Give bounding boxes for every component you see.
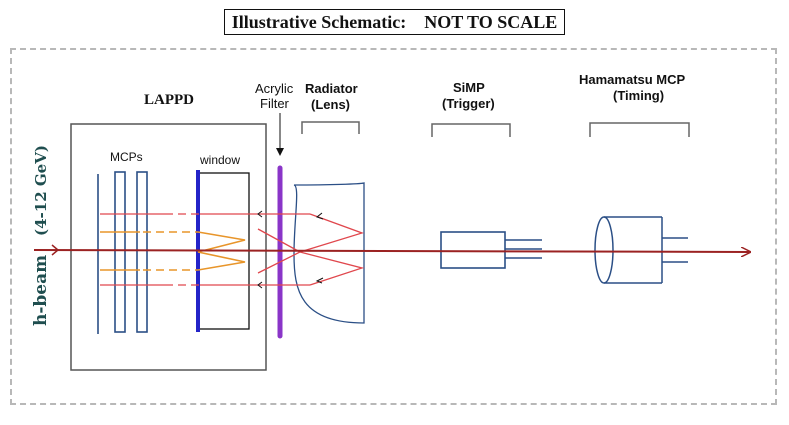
- hamamatsu-bracket: [589, 122, 690, 137]
- acrylic-label-1: Acrylic: [255, 81, 294, 96]
- window-label: window: [199, 153, 240, 167]
- reflected-photons: [100, 231, 246, 271]
- beam-arrowhead-left: [51, 244, 60, 256]
- radiator-label-2: (Lens): [311, 97, 350, 112]
- simp-bracket: [431, 123, 511, 137]
- hamamatsu-detector: [594, 216, 688, 284]
- mcp-plates: [97, 171, 148, 334]
- beam-label: h-beam: [31, 255, 51, 326]
- dashed-frame: [10, 48, 777, 405]
- simp-detector: [440, 231, 542, 269]
- hamamatsu-label-1: Hamamatsu MCP: [579, 72, 686, 87]
- hamamatsu-label-2: (Timing): [613, 88, 664, 103]
- simp-label-1: SiMP: [453, 80, 485, 95]
- radiator-label-1: Radiator: [305, 81, 358, 96]
- mcps-label: MCPs: [110, 150, 143, 164]
- radiator-lens: [293, 182, 365, 324]
- lappd-label: LAPPD: [144, 92, 194, 108]
- lappd-box: [70, 123, 267, 371]
- photon-arrowheads: [257, 210, 324, 289]
- acrylic-label-2: Filter: [260, 96, 290, 111]
- radiator-bracket: [301, 121, 360, 134]
- energy-label: (4-12 GeV): [32, 145, 50, 236]
- h-beam-line: [33, 250, 750, 252]
- diagram-title: Illustrative Schematic: NOT TO SCALE: [224, 9, 565, 35]
- photon-paths: [100, 213, 365, 286]
- simp-label-2: (Trigger): [442, 96, 495, 111]
